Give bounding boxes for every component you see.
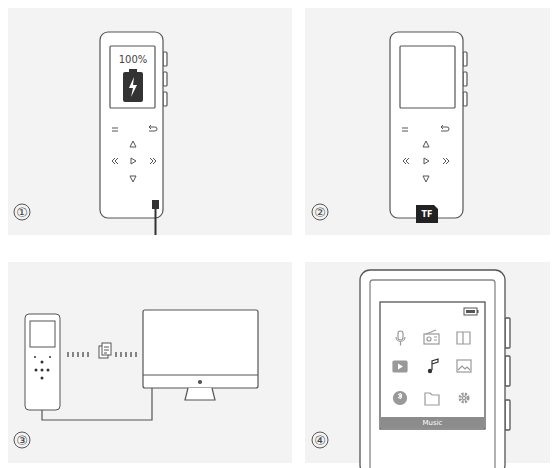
callout-number: ③	[16, 434, 28, 447]
file-icon	[99, 343, 111, 358]
menu-title: Music	[423, 419, 443, 426]
mp3-player	[390, 32, 467, 218]
usb-cable	[152, 200, 159, 235]
callout-circle	[312, 204, 328, 220]
battery-icon	[123, 69, 143, 102]
computer-monitor	[143, 310, 258, 400]
callout-circle	[14, 432, 30, 448]
panel	[8, 8, 292, 235]
mp3-player-small	[25, 314, 60, 410]
menu-bar	[381, 417, 484, 428]
tf-card	[416, 205, 438, 223]
menu-icons	[393, 330, 471, 405]
mp3-player-large	[360, 270, 510, 468]
callout-number: ④	[314, 434, 326, 447]
callout-number: ②	[314, 206, 326, 219]
panel	[8, 262, 292, 463]
control-buttons	[112, 125, 157, 182]
usb-cable	[42, 388, 152, 420]
battery-small	[464, 308, 479, 315]
battery-percent: 100%	[119, 55, 148, 65]
control-buttons	[34, 356, 51, 380]
callout-circle	[14, 204, 30, 220]
callout-number: ①	[16, 206, 28, 219]
mp3-player	[100, 32, 167, 218]
card-label: TF	[422, 211, 433, 219]
panel	[305, 8, 550, 235]
callout-circle	[312, 432, 328, 448]
control-buttons	[402, 125, 449, 182]
